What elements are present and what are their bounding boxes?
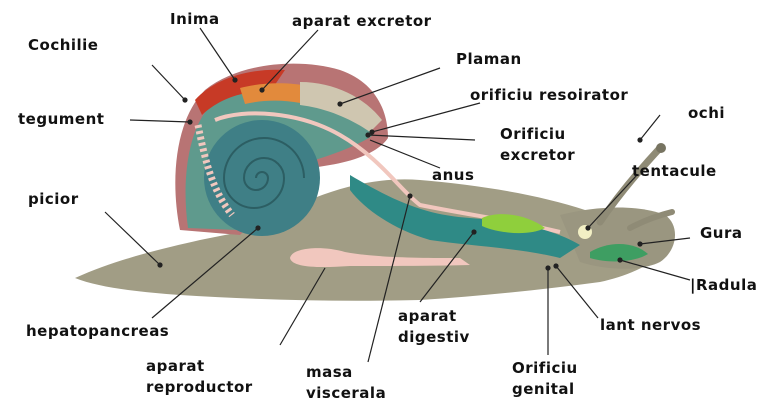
label-plaman: Plaman: [456, 50, 522, 68]
label-gura: Gura: [700, 224, 743, 242]
label-aparat-digestiv: aparat digestiv: [398, 306, 470, 348]
label-orificiu-genital: Orificiu genital: [512, 358, 578, 400]
label-aparat-reproductor: aparat reproductor: [146, 356, 253, 398]
label-orificiu-genital-line2: genital: [512, 379, 578, 400]
label-aparat-reproductor-line2: reproductor: [146, 377, 253, 398]
label-inima: Inima: [170, 10, 220, 28]
label-orificiu-genital-line1: Orificiu: [512, 358, 578, 379]
label-cochilie: Cochilie: [28, 36, 98, 54]
label-aparat-reproductor-line1: aparat: [146, 356, 253, 377]
label-aparat-digestiv-line1: aparat: [398, 306, 470, 327]
label-orificiu-excretor-line1: Orificiu: [500, 124, 575, 145]
label-orificiu-respirator: orificiu resoirator: [470, 86, 628, 104]
label-radula: |Radula: [690, 276, 757, 294]
label-ochi: ochi: [688, 104, 725, 122]
label-orificiu-excretor-line2: excretor: [500, 145, 575, 166]
label-orificiu-excretor: Orificiu excretor: [500, 124, 575, 166]
label-aparat-digestiv-line2: digestiv: [398, 327, 470, 348]
label-masa-viscerala-line1: masa: [306, 362, 386, 383]
label-anus: anus: [432, 166, 474, 184]
label-hepatopancreas: hepatopancreas: [26, 322, 169, 340]
label-masa-viscerala-line2: viscerala: [306, 383, 386, 404]
label-tegument: tegument: [18, 110, 104, 128]
label-lant-nervos: lant nervos: [600, 316, 701, 334]
label-picior: picior: [28, 190, 79, 208]
label-aparat-excretor: aparat excretor: [292, 12, 432, 30]
eye-dot: [656, 143, 666, 153]
label-masa-viscerala: masa viscerala: [306, 362, 386, 404]
label-tentacule: tentacule: [632, 162, 717, 180]
